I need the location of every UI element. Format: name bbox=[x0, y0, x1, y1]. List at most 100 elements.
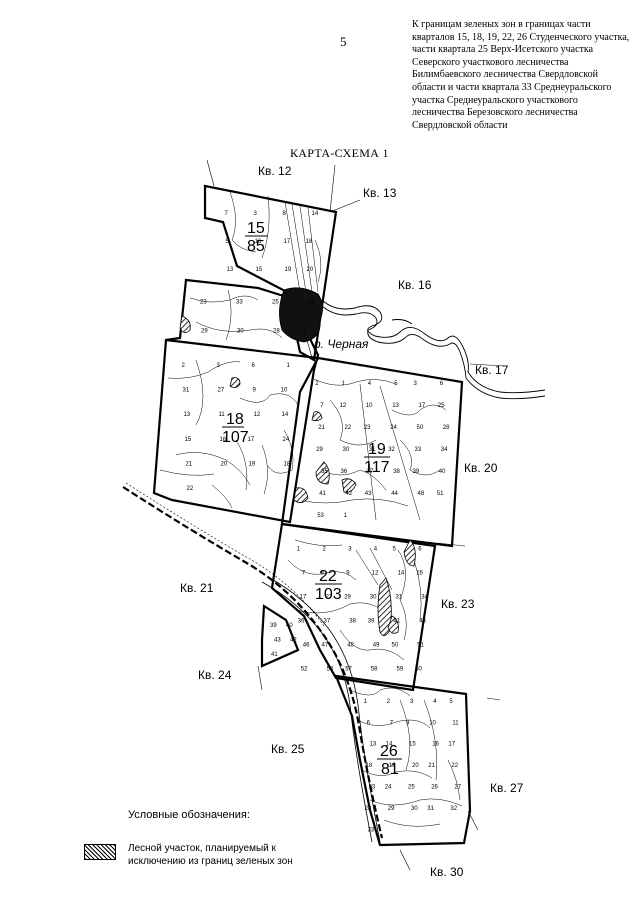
plot-number: 22 bbox=[187, 486, 194, 492]
plot-number: 27 bbox=[454, 785, 461, 791]
plot-number: 31 bbox=[427, 806, 434, 812]
quarter-grid-lines bbox=[206, 159, 506, 871]
page-number: 5 bbox=[340, 34, 347, 49]
plot-number: 14 bbox=[282, 412, 289, 418]
plot-number: 7 bbox=[320, 403, 324, 409]
quarter-label-12: Кв. 12 bbox=[258, 164, 292, 178]
plot-number: 9 bbox=[406, 720, 410, 726]
plot-number: 23 bbox=[364, 425, 371, 431]
plot-number: 4 bbox=[302, 328, 306, 334]
quarter-label-25: Кв. 25 bbox=[271, 742, 305, 756]
river-label: р. Черная bbox=[313, 337, 369, 351]
plot-number: 26 bbox=[431, 785, 438, 791]
plot-number: 15 bbox=[256, 267, 263, 273]
plot-number: 31 bbox=[369, 447, 376, 453]
quarter-19-area: 117 bbox=[364, 459, 390, 476]
plot-number: 6 bbox=[440, 381, 444, 387]
quarter-22-number: 22 bbox=[319, 568, 337, 585]
plot-number: 33 bbox=[236, 299, 243, 305]
plot-number: 50 bbox=[392, 642, 399, 648]
plot-number: 2 bbox=[323, 546, 327, 552]
quarter-label-23: Кв. 23 bbox=[441, 597, 475, 611]
quarter-19-number: 19 bbox=[368, 441, 386, 458]
railway bbox=[122, 482, 384, 839]
plot-number: 43 bbox=[274, 638, 281, 644]
plot-number: 41 bbox=[319, 491, 326, 497]
road bbox=[261, 577, 381, 843]
quarter-boundaries bbox=[152, 184, 472, 847]
plot-number: 34 bbox=[421, 594, 428, 600]
plot-number: 51 bbox=[437, 491, 444, 497]
plot-number: 45 bbox=[419, 618, 426, 624]
plot-number: 12 bbox=[372, 570, 379, 576]
excluded-forest-plots bbox=[179, 287, 416, 636]
plot-number: 39 bbox=[368, 618, 375, 624]
plot-number: 25 bbox=[408, 785, 415, 791]
plot-number: 58 bbox=[371, 666, 378, 672]
plot-number: 9 bbox=[253, 388, 257, 394]
quarter-18-boundary bbox=[152, 278, 320, 524]
quarter-22-left-boundary bbox=[260, 604, 300, 668]
plot-number: 22 bbox=[451, 763, 458, 769]
plot-number: 21 bbox=[318, 425, 325, 431]
plot-number: 40 bbox=[286, 623, 293, 629]
plot-number: 42 bbox=[290, 638, 297, 644]
plot-number: 16 bbox=[255, 239, 262, 245]
plot-number: 5 bbox=[393, 546, 397, 552]
plot-number: 12 bbox=[254, 412, 261, 418]
plot-number: 14 bbox=[386, 742, 393, 748]
plot-number: 26 bbox=[308, 299, 315, 305]
plot-number: 19 bbox=[285, 267, 292, 273]
plot-number: 1 bbox=[297, 546, 301, 552]
plot-number: 3 bbox=[217, 363, 221, 369]
plot-number: 5 bbox=[226, 239, 230, 245]
plot-number: 16 bbox=[432, 742, 439, 748]
quarter-26-area: 81 bbox=[381, 761, 399, 778]
plot-number: 35 bbox=[321, 469, 328, 475]
quarter-26-boundary bbox=[334, 674, 472, 847]
plot-number: 54 bbox=[327, 666, 334, 672]
plot-number: 4 bbox=[433, 699, 437, 705]
plot-number: 4 bbox=[368, 381, 372, 387]
plot-number: 40 bbox=[439, 469, 446, 475]
plot-number: 44 bbox=[391, 491, 398, 497]
legend-hatch-swatch bbox=[84, 844, 116, 860]
plot-number: 1 bbox=[287, 363, 291, 369]
plot-number: 1 bbox=[342, 381, 346, 387]
plot-number: 59 bbox=[397, 666, 404, 672]
plot-number: 6 bbox=[418, 546, 422, 552]
plot-number: 57 bbox=[345, 666, 352, 672]
plot-number: 41 bbox=[271, 652, 278, 658]
plot-number: 36 bbox=[298, 618, 305, 624]
plot-number: 30 bbox=[237, 328, 244, 334]
plot-number: 22 bbox=[345, 425, 352, 431]
plot-number: 49 bbox=[373, 642, 380, 648]
plot-number: 19 bbox=[389, 763, 396, 769]
plot-number: 47 bbox=[322, 642, 329, 648]
header-note: К границам зеленых зон в границах части … bbox=[412, 19, 630, 131]
quarter-label-13: Кв. 13 bbox=[363, 186, 397, 200]
plot-number: 17 bbox=[448, 742, 455, 748]
plot-number: 13 bbox=[370, 742, 377, 748]
plot-number: 21 bbox=[428, 763, 435, 769]
plot-number: 30 bbox=[411, 806, 418, 812]
plot-number: 5 bbox=[394, 381, 398, 387]
plot-number: 28 bbox=[443, 425, 450, 431]
river-chernaya bbox=[321, 299, 546, 400]
plot-number: 10 bbox=[429, 720, 436, 726]
plot-number: 13 bbox=[184, 412, 191, 418]
plot-number: 6 bbox=[367, 720, 371, 726]
plot-number: 60 bbox=[415, 666, 422, 672]
plot-number: 4 bbox=[374, 546, 378, 552]
plot-number: 41 bbox=[394, 618, 401, 624]
plot-number: 16 bbox=[220, 437, 227, 443]
plot-number: 28 bbox=[365, 806, 372, 812]
plot-number: 25 bbox=[438, 403, 445, 409]
plot-number: 23 bbox=[200, 299, 207, 305]
plot-number: 30 bbox=[343, 447, 350, 453]
plot-number: 3 bbox=[414, 381, 418, 387]
plot-number: 7 bbox=[225, 211, 229, 217]
quarter-label-21: Кв. 21 bbox=[180, 581, 214, 595]
